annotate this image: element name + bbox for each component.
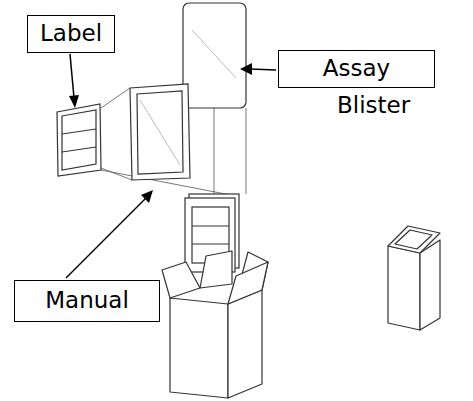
frame-tray: [130, 84, 190, 180]
construction-lines: [101, 88, 246, 250]
callout-box: Label: [27, 15, 115, 53]
callout-box: Manual: [14, 280, 160, 322]
callout-text: Assay: [323, 55, 390, 83]
callout-text: Label: [40, 20, 102, 48]
label-sheet: [57, 104, 101, 176]
closed-box: [388, 226, 440, 330]
leader-lines: [66, 54, 276, 278]
callout-text: Manual: [45, 287, 129, 315]
assay-card: [183, 3, 246, 108]
part-label: Blister: [337, 92, 410, 120]
callout-box: Assay: [278, 50, 435, 88]
open-box: [162, 251, 268, 398]
